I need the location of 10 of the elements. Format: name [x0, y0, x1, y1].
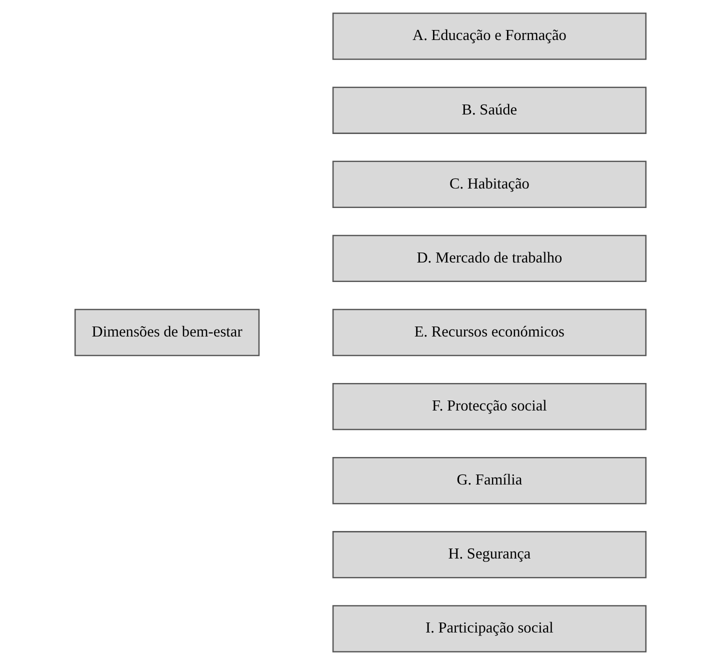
node-box: Dimensões de bem-estar	[74, 308, 260, 356]
node-box: C. Habitação	[332, 160, 647, 208]
node-box: D. Mercado de trabalho	[332, 234, 647, 282]
node-box: F. Protecção social	[332, 382, 647, 430]
node-box: H. Segurança	[332, 531, 647, 578]
node-box: E. Recursos económicos	[332, 308, 647, 356]
node-box: A. Educação e Formação	[332, 12, 647, 60]
node-box: I. Participação social	[332, 605, 647, 652]
node-box: B. Saúde	[332, 86, 647, 134]
node-box: G. Família	[332, 457, 647, 504]
